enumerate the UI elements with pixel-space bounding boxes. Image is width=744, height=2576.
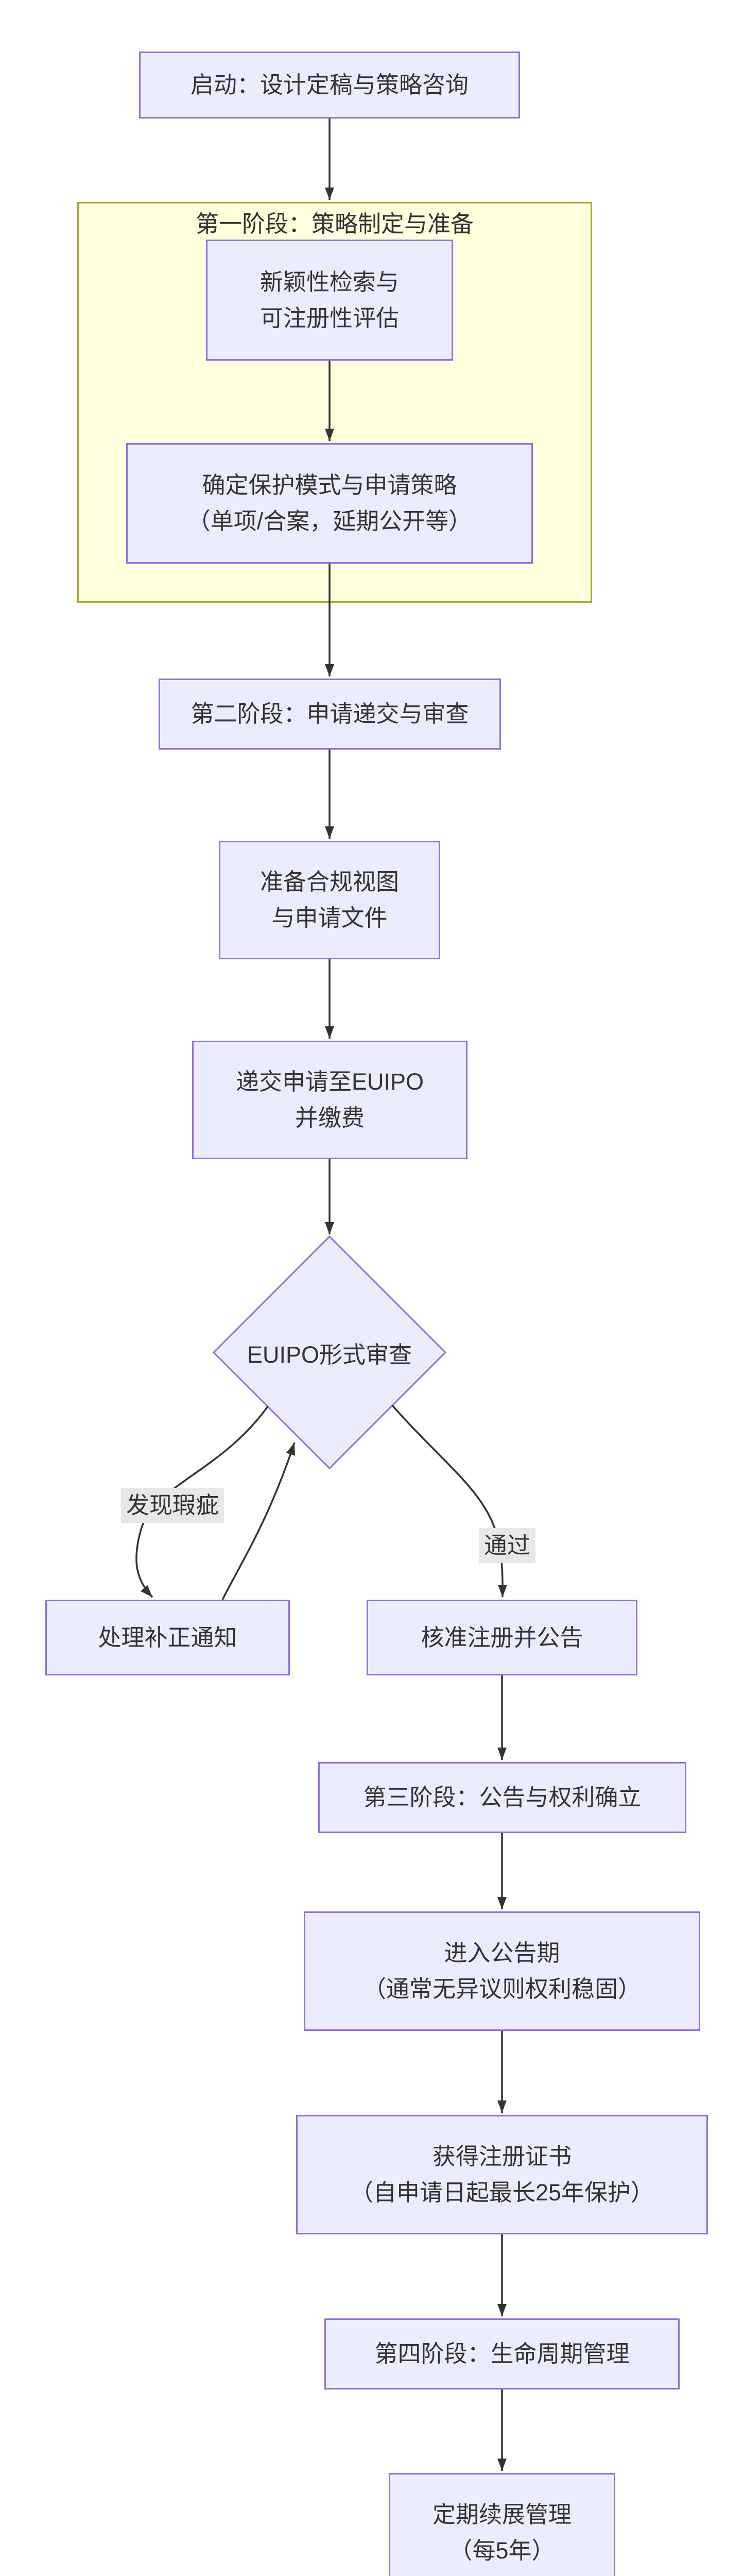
node-exam-shape	[212, 1235, 447, 1470]
node-certificate-line1: 获得注册证书	[432, 2143, 572, 2170]
node-renewal-line2: （每5年）	[449, 2537, 555, 2564]
node-submit-line1: 递交申请至EUIPO	[235, 1069, 424, 1095]
edge-exam-to-grant	[391, 1404, 508, 1598]
node-phase3: 第三阶段：公告与权利确立	[318, 1762, 686, 1833]
edge-label-pass: 通过	[478, 1528, 536, 1563]
node-grant: 核准注册并公告	[367, 1600, 637, 1675]
node-notice: 处理补正通知	[45, 1600, 290, 1675]
node-strategy-line2: （单项/合案，延期公开等）	[187, 508, 472, 534]
node-certificate: 获得注册证书 （自申请日起最长25年保护）	[296, 2115, 708, 2234]
node-phase4: 第四阶段：生命周期管理	[324, 2318, 680, 2389]
node-phase4-label: 第四阶段：生命周期管理	[374, 2341, 630, 2367]
node-exam-label: EUIPO形式审查	[247, 1341, 412, 1368]
node-views-line1: 准备合规视图	[259, 869, 399, 895]
node-grant-label: 核准注册并公告	[421, 1624, 583, 1651]
node-views: 准备合规视图 与申请文件	[219, 841, 440, 959]
edge-label-defect-text: 发现瑕疵	[126, 1492, 219, 1518]
node-views-line2: 与申请文件	[271, 905, 388, 931]
node-novelty: 新颖性检索与 可注册性评估	[206, 240, 453, 361]
node-exam: EUIPO形式审查	[239, 1316, 420, 1388]
node-publication: 进入公告期 （通常无异议则权利稳固）	[304, 1911, 700, 2031]
node-submit-line2: 并缴费	[295, 1105, 365, 1131]
node-notice-label: 处理补正通知	[98, 1624, 237, 1651]
node-publication-line1: 进入公告期	[444, 1940, 560, 1966]
edge-label-defect: 发现瑕疵	[120, 1488, 224, 1523]
node-phase2-label: 第二阶段：申请递交与审查	[191, 701, 469, 727]
node-renewal: 定期续展管理 （每5年）	[389, 2473, 615, 2576]
node-strategy: 确定保护模式与申请策略 （单项/合案，延期公开等）	[126, 443, 533, 564]
node-strategy-line1: 确定保护模式与申请策略	[202, 472, 457, 498]
node-certificate-line2: （自申请日起最长25年保护）	[350, 2179, 654, 2206]
node-novelty-line2: 可注册性评估	[259, 304, 399, 331]
node-start: 启动：设计定稿与策略咨询	[139, 52, 520, 118]
node-submit: 递交申请至EUIPO 并缴费	[192, 1041, 468, 1159]
node-novelty-line1: 新颖性检索与	[259, 268, 399, 295]
node-start-label: 启动：设计定稿与策略咨询	[190, 72, 469, 98]
node-publication-line2: （通常无异议则权利稳固）	[362, 1976, 641, 2002]
edge-label-pass-text: 通过	[483, 1532, 531, 1558]
node-phase3-label: 第三阶段：公告与权利确立	[363, 1784, 642, 1810]
edge-notice-to-exam	[221, 1442, 296, 1600]
node-phase2: 第二阶段：申请递交与审查	[159, 679, 501, 750]
subgraph-phase1-title: 第一阶段：策略制定与准备	[195, 211, 474, 237]
node-renewal-line1: 定期续展管理	[432, 2501, 572, 2528]
